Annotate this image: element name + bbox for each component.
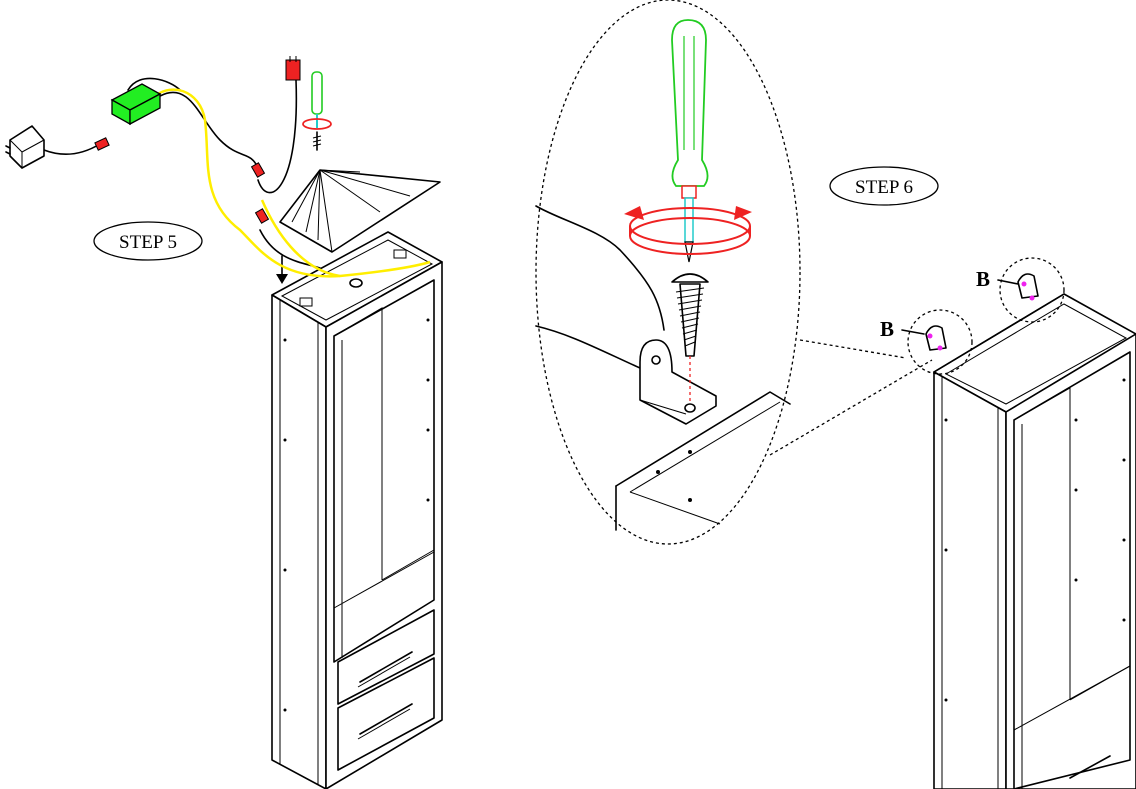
l-bracket-icon <box>639 339 717 425</box>
step6-badge: STEP 6 <box>829 166 939 206</box>
power-adapter-icon <box>5 125 45 169</box>
wiring <box>43 56 431 278</box>
callout-b-left: B <box>880 317 894 341</box>
bracket-callout-1 <box>907 309 973 375</box>
zoom-detail <box>535 0 933 545</box>
bracket-callout-2 <box>999 257 1065 323</box>
callout-b-right: B <box>976 267 990 291</box>
rotation-arrow-icon <box>624 206 752 255</box>
screw-icon <box>671 273 709 404</box>
step5-label: STEP 5 <box>119 232 177 253</box>
screwdriver-small-icon <box>302 71 332 151</box>
step6-label: STEP 6 <box>855 177 913 198</box>
lamp-shade <box>279 169 441 253</box>
transformer-box-icon <box>110 83 162 126</box>
step5-badge: STEP 5 <box>93 221 203 261</box>
screwdriver-icon <box>671 19 709 263</box>
step5-cabinet <box>271 231 443 789</box>
step6-cabinet <box>933 293 1136 789</box>
